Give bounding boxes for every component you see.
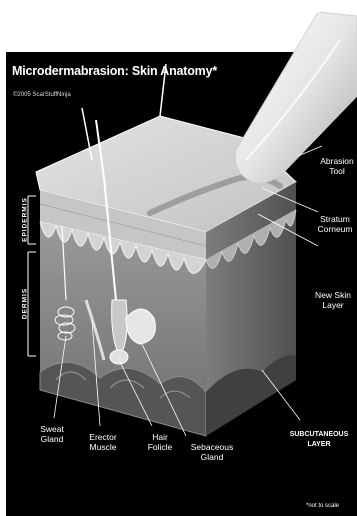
- diagram-title: Microdermabrasion: Skin Anatomy*: [12, 64, 217, 78]
- label-sweat-gland: Sweat Gland: [30, 424, 74, 444]
- label-hair-follicle: Hair Folicle: [140, 432, 180, 452]
- label-subcutaneous-layer: SUBCUTANEOUS LAYER: [282, 430, 356, 450]
- label-abrasion-tool: Abrasion Tool: [314, 156, 357, 176]
- dermis-label: DERMIS: [22, 281, 29, 327]
- label-stratum-corneum: Stratum Corneum: [311, 214, 357, 234]
- footnote-not-to-scale: *not to scale: [306, 503, 339, 509]
- label-sebaceous-gland: Sebaceous Gland: [184, 442, 240, 462]
- copyright-text: ©2005 ScarStuffNinja: [13, 92, 71, 98]
- epidermis-bracket: [28, 196, 36, 244]
- dermis-bracket: [28, 252, 36, 356]
- label-new-skin-layer: New Skin Layer: [308, 290, 357, 310]
- label-erector-muscle: Erector Muscle: [80, 432, 126, 452]
- epidermis-label: EPIDERMIS: [22, 197, 29, 243]
